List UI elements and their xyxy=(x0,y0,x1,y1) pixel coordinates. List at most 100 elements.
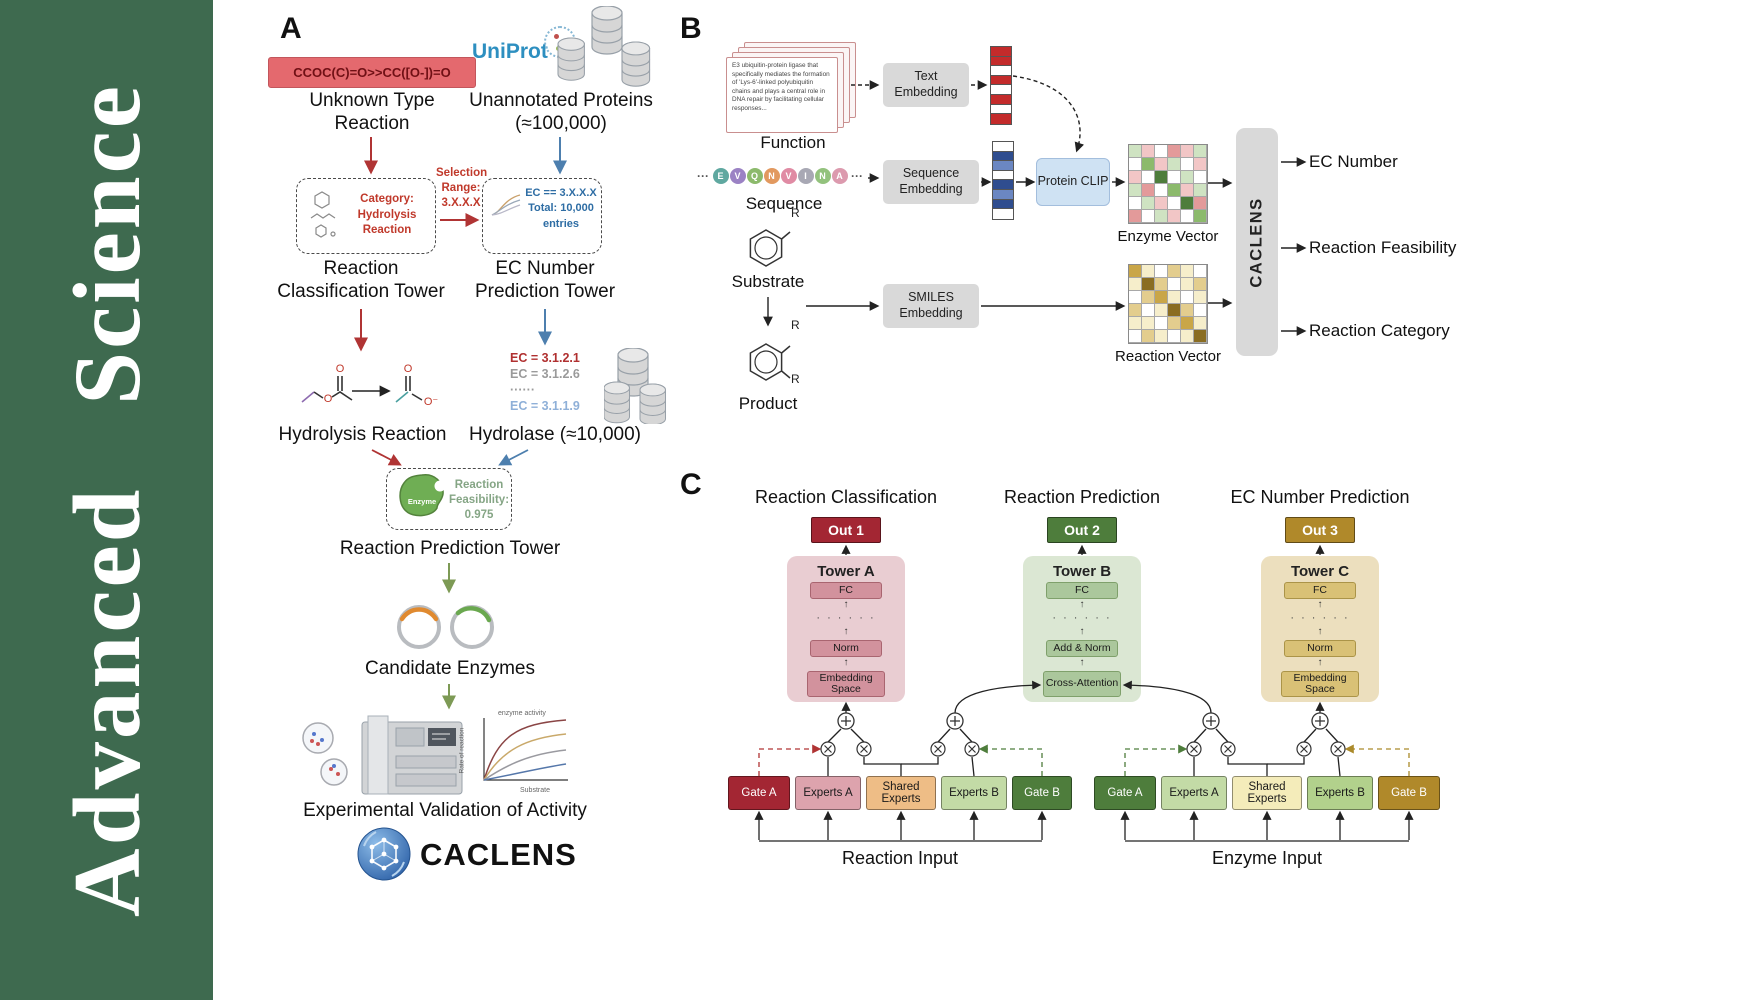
enzyme-input-label: Enzyme Input xyxy=(1211,848,1323,868)
molecule-scribble-icon xyxy=(310,191,336,238)
plot-x-label: Substrate xyxy=(520,787,550,794)
reaction-input-label: Reaction Input xyxy=(841,848,959,868)
function-cards: E3 ubiquitin-protein ligase that specifi… xyxy=(726,42,858,138)
vector-cell xyxy=(993,209,1013,219)
vector-cell xyxy=(1155,265,1168,278)
out-3-box: Out 3 xyxy=(1285,517,1355,543)
vector-cell xyxy=(1194,171,1207,184)
activity-plot-icon xyxy=(483,718,568,781)
experimental-validation-label: Experimental Validation of Activity xyxy=(303,800,587,821)
ec-item: ······ xyxy=(510,383,535,397)
vector-cell xyxy=(1129,210,1142,223)
vector-cell xyxy=(1155,278,1168,291)
enzyme-vector-matrix xyxy=(1128,144,1208,224)
plasmid-icons xyxy=(397,605,494,649)
vector-cell xyxy=(1142,330,1155,343)
vector-cell xyxy=(1194,278,1207,291)
up-arrow-icon: ↑ xyxy=(1079,599,1085,610)
vector-cell xyxy=(1194,304,1207,317)
vector-cell xyxy=(1181,330,1194,343)
panel-c-label: C xyxy=(680,468,702,501)
vector-cell xyxy=(1168,184,1181,197)
vector-cell xyxy=(991,75,1011,86)
tower-b: Tower B FC ↑ · · · · · · ↑ Add & Norm ↑ … xyxy=(1023,556,1141,702)
ec-filter-line: entries xyxy=(542,217,580,230)
shared-experts-box-reaction: Shared Experts xyxy=(866,776,936,810)
vector-cell xyxy=(1129,197,1142,210)
r-group-label: R xyxy=(791,372,800,386)
journal-name: Advanced Science xyxy=(53,83,160,917)
reaction-vector-label: Reaction Vector xyxy=(1115,348,1221,365)
vector-cell xyxy=(993,180,1013,190)
vector-cell xyxy=(991,114,1011,124)
vector-cell xyxy=(1155,145,1168,158)
out-2-box: Out 2 xyxy=(1047,517,1117,543)
feasibility-dashed-box xyxy=(386,468,512,530)
output-reaction-category: Reaction Category xyxy=(1309,321,1450,340)
vector-cell xyxy=(1155,330,1168,343)
cross-attention-layer: Cross-Attention xyxy=(1043,671,1121,697)
vector-cell xyxy=(991,104,1011,115)
vector-cell xyxy=(1142,265,1155,278)
vector-cell xyxy=(1155,304,1168,317)
panel-b-label: B xyxy=(680,12,702,45)
vector-cell xyxy=(1181,291,1194,304)
vector-cell xyxy=(1155,291,1168,304)
residue-circle: A xyxy=(831,168,848,184)
text-embedding-box: Text Embedding xyxy=(883,63,969,107)
gate-a-box-enzyme: Gate A xyxy=(1094,776,1156,810)
reaction-smiles: CCOC(C)=O>>CC([O-])=O xyxy=(293,65,451,80)
vector-cell xyxy=(1155,171,1168,184)
vector-cell xyxy=(1194,158,1207,171)
vector-cell xyxy=(993,161,1013,171)
ec-filter-line: EC == 3.X.X.X xyxy=(525,187,597,199)
vector-cell xyxy=(1155,210,1168,223)
panel-a-label: A xyxy=(280,12,302,45)
sequence-embedding-vector xyxy=(992,141,1014,220)
hydrolysis-reaction-label: Hydrolysis Reaction xyxy=(278,424,447,445)
up-arrow-icon: ↑ xyxy=(1317,626,1323,637)
experts-a-box-enzyme: Experts A xyxy=(1161,776,1227,810)
vector-cell xyxy=(1142,210,1155,223)
experts-b-box-enzyme: Experts B xyxy=(1307,776,1373,810)
atom-label: O⁻ xyxy=(424,396,439,408)
vector-cell xyxy=(1168,171,1181,184)
vector-cell xyxy=(1142,197,1155,210)
vector-cell xyxy=(1194,145,1207,158)
residue-circle: Q xyxy=(746,168,763,184)
vector-cell xyxy=(1168,304,1181,317)
residue-circle: V xyxy=(780,168,797,184)
norm-layer: Norm xyxy=(1284,640,1356,657)
vector-cell xyxy=(1194,317,1207,330)
category-box-text: Category: Hydrolysis Reaction xyxy=(357,193,417,237)
caclens-bar: CACLENS xyxy=(1236,128,1278,356)
atom-label: O xyxy=(404,363,413,375)
residue-circle: N xyxy=(763,168,780,184)
vector-cell xyxy=(993,199,1013,210)
hplc-instrument-icon xyxy=(361,715,463,795)
vector-cell xyxy=(1194,210,1207,223)
fc-layer: FC xyxy=(810,582,882,599)
category-dashed-box xyxy=(296,178,436,254)
uniprot-logo: UniProt xyxy=(472,40,548,63)
ec-item: EC = 3.1.2.6 xyxy=(510,367,580,381)
vector-cell xyxy=(1181,145,1194,158)
norm-layer: Norm xyxy=(810,640,882,657)
vector-cell xyxy=(991,94,1011,105)
up-arrow-icon: ↑ xyxy=(843,599,849,610)
vector-cell xyxy=(991,47,1011,57)
tower-b-name: Tower B xyxy=(1052,563,1112,580)
ec-number-prediction-tower-label: EC Number Prediction Tower xyxy=(474,258,616,302)
feasibility-text: Reaction Feasibility: 0.975 xyxy=(448,479,510,521)
vector-cell xyxy=(1181,317,1194,330)
ec-filter-text: EC == 3.X.X.X Total: 10,000 entries xyxy=(524,186,598,232)
vector-cell xyxy=(993,142,1013,152)
selection-range-label: Selection Range: 3.X.X.X xyxy=(436,167,488,209)
fc-layer: FC xyxy=(1284,582,1356,599)
vector-cell xyxy=(1129,145,1142,158)
fc-layer: FC xyxy=(1046,582,1118,599)
caclens-bar-text: CACLENS xyxy=(1247,196,1266,288)
tower-a-name: Tower A xyxy=(817,563,875,580)
vector-cell xyxy=(1129,278,1142,291)
